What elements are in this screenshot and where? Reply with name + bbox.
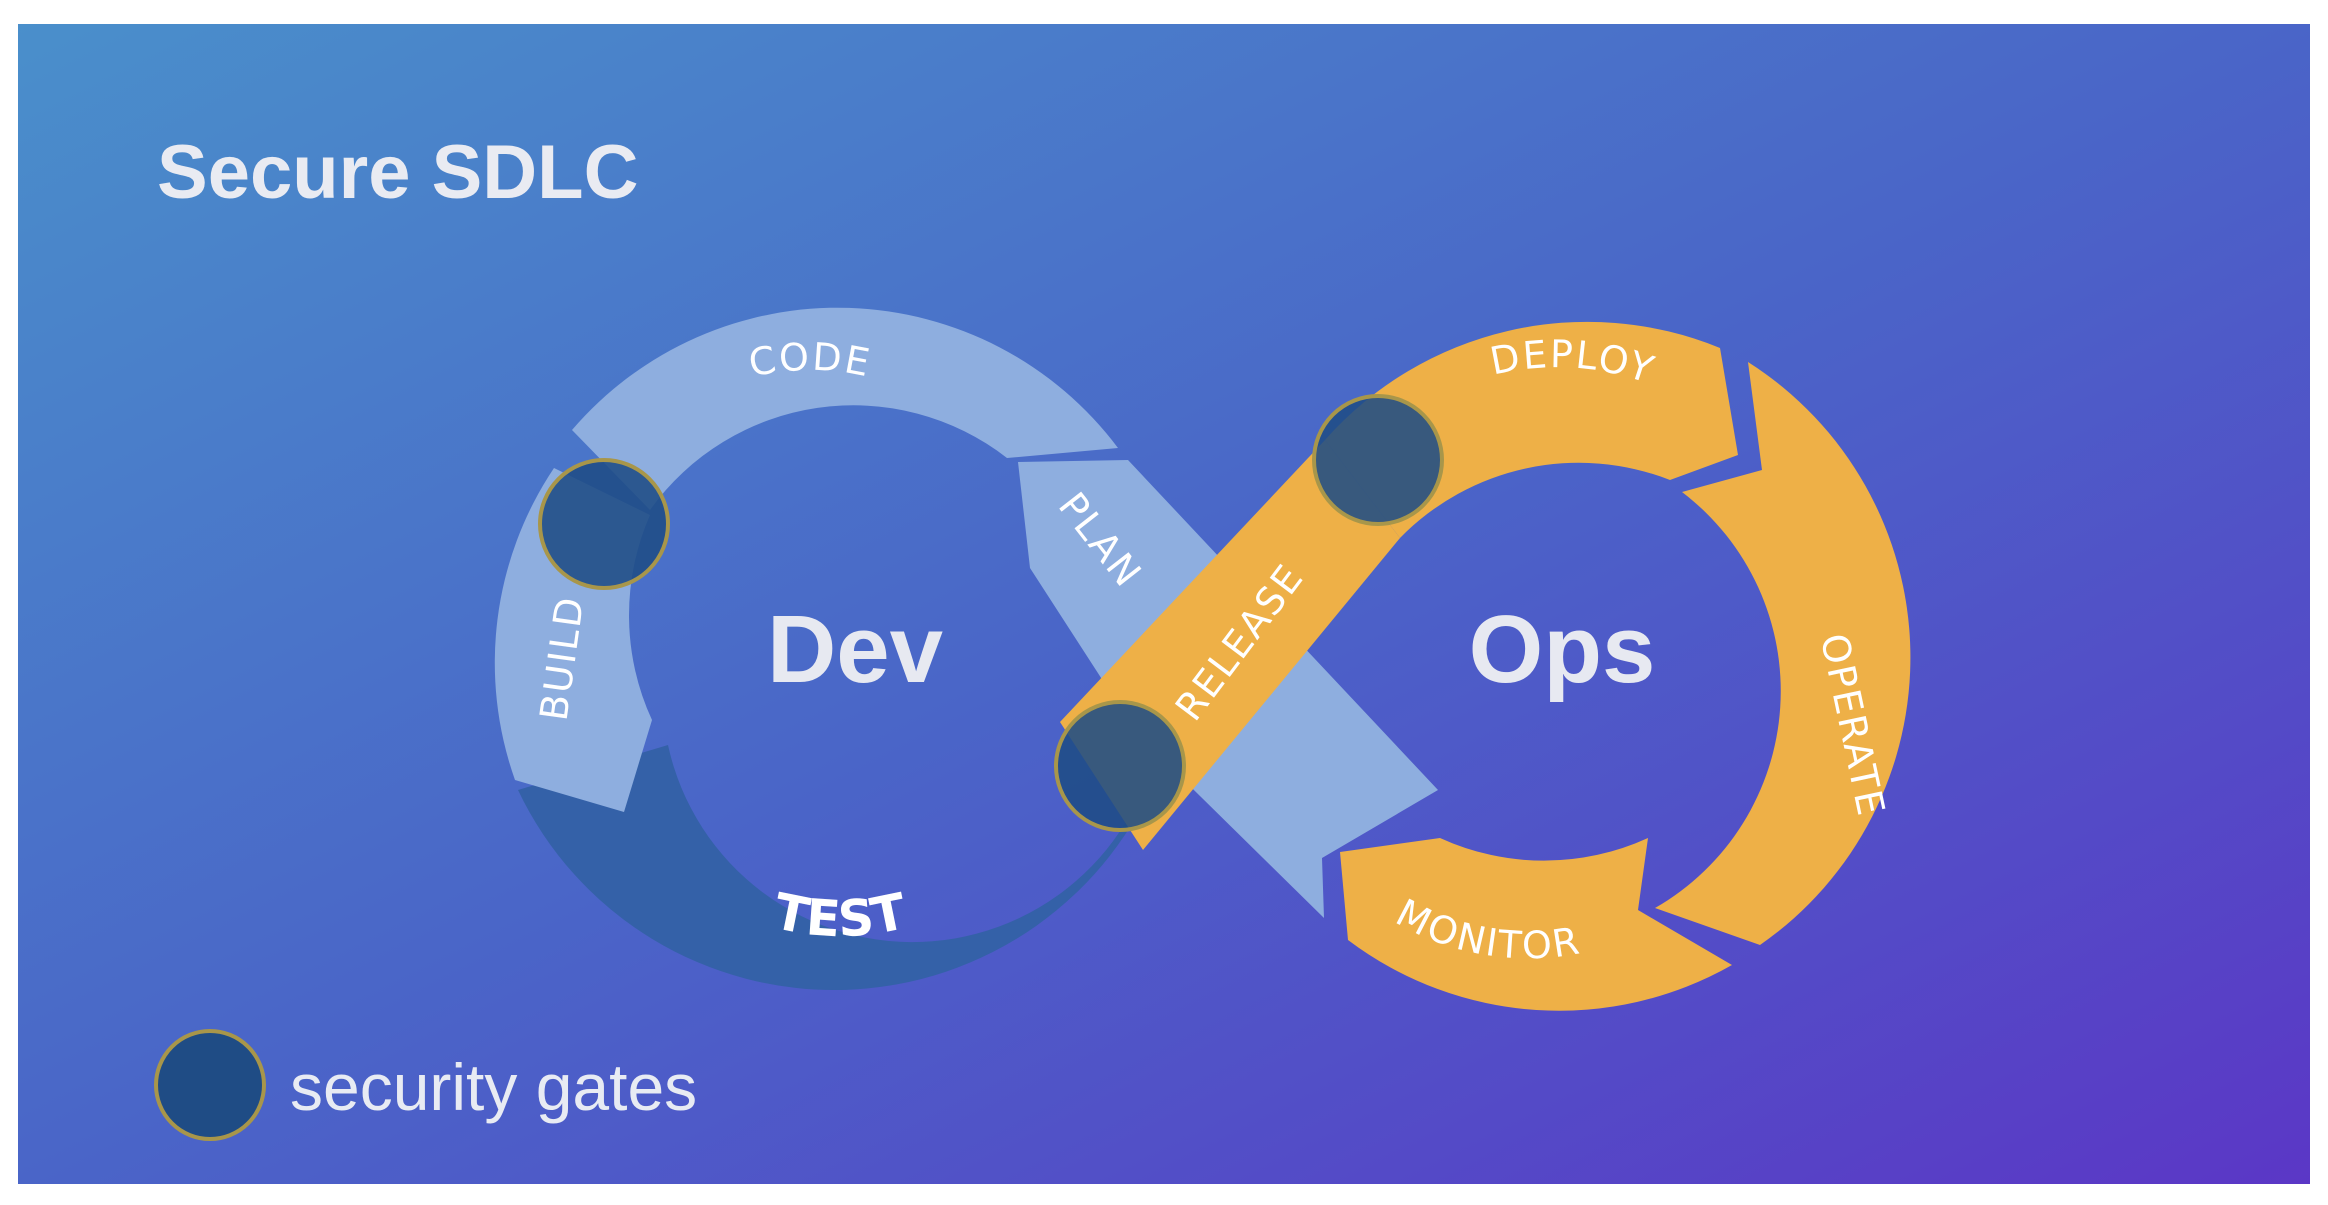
security-gate-build-code <box>538 458 670 590</box>
diagram-title: Secure SDLC <box>157 130 639 215</box>
monitor-segment <box>1340 838 1732 1011</box>
code-label-text: CODE <box>745 335 874 386</box>
security-gate-release-deploy <box>1312 394 1444 526</box>
test-label: TEST <box>769 882 911 948</box>
legend-label: security gates <box>290 1050 697 1124</box>
test-segment <box>518 705 1162 991</box>
dev-label: Dev <box>767 596 943 703</box>
ops-label: Ops <box>1469 596 1656 703</box>
operate-segment <box>1655 362 1911 945</box>
security-gate-test-release <box>1054 700 1186 832</box>
legend-gate-icon <box>154 1029 266 1141</box>
code-segment <box>572 307 1118 510</box>
code-label: CODE <box>745 335 872 386</box>
test-label-text: TEST <box>769 882 911 948</box>
